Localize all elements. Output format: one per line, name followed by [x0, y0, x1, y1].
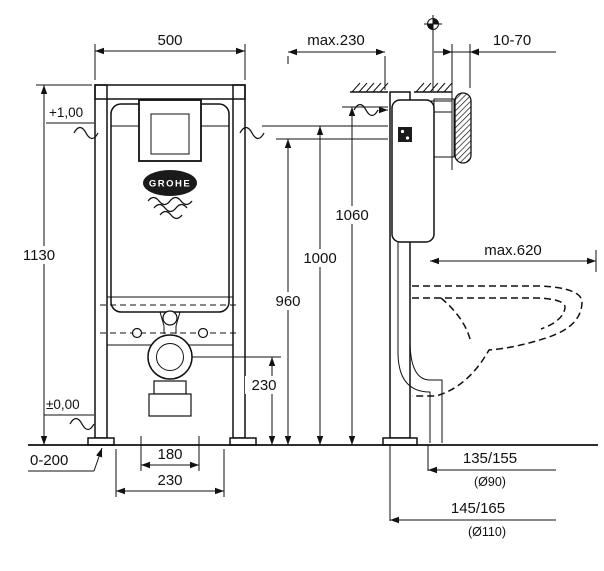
dim-label-230-bottom: 230 [157, 472, 182, 489]
water-waves-icon [147, 196, 193, 220]
wall-break-mark-right [239, 126, 265, 140]
dim-max-reach-620 [430, 250, 597, 272]
flush-pipe-flange [162, 310, 178, 326]
dim-label-1130: 1130 [23, 247, 55, 264]
waste-outlet-inner [156, 343, 184, 371]
foot-plate-right [229, 437, 257, 446]
dim-max-depth-230 [287, 48, 386, 90]
wall-hatching-right [415, 82, 453, 93]
dim-label-max620: max.620 [484, 242, 542, 259]
dim-outlet-height-230 [192, 356, 281, 445]
dim-label-1000: 1000 [303, 250, 336, 267]
dim-outlet-offsets [389, 445, 556, 524]
fill-valve-block [398, 127, 412, 142]
dim-label-d90: (Ø90) [474, 475, 506, 489]
wall-break-mark-left [73, 126, 99, 140]
side-break-mark [353, 103, 379, 117]
cistern-profile [391, 99, 435, 243]
foot-plate-left [87, 437, 115, 446]
fixing-bolt-left [131, 327, 143, 339]
dim-width-500 [94, 44, 246, 80]
frame-rail-left [94, 84, 108, 439]
labels: 500 1130 +1,00 ±0,00 0-200 180 230 230 m… [23, 32, 542, 539]
dim-label-d110: (Ø110) [468, 525, 506, 539]
floor-break-mark [69, 417, 95, 431]
label-backgrounds [18, 206, 373, 394]
dim-label-500: 500 [157, 32, 182, 49]
wall-hatching-left [351, 82, 389, 93]
dim-heights [262, 106, 388, 445]
flush-bend-inner [409, 242, 443, 443]
dim-height-1130 [36, 84, 92, 445]
dim-label-145-165: 145/165 [451, 500, 505, 517]
flush-plate-shaft [138, 99, 202, 162]
outlet-bend-lower [148, 393, 192, 417]
grohe-logo [143, 170, 197, 196]
dim-label-1060: 1060 [335, 207, 368, 224]
dim-label-230-outlet: 230 [251, 377, 276, 394]
dim-label-max230: max.230 [307, 32, 365, 49]
fixing-point-icon [424, 15, 442, 91]
actuator-housing [433, 98, 455, 158]
dim-label-135-155: 135/155 [463, 450, 517, 467]
flush-bend-outer [397, 242, 431, 443]
frame-crossbar-top [94, 84, 246, 100]
dim-label-0-200: 0-200 [30, 452, 68, 469]
waste-outlet-circle [147, 334, 193, 380]
side-foot-plate [382, 437, 418, 446]
level-label-zero: ±0,00 [46, 397, 80, 412]
dim-bolt-spacing-230 [115, 449, 225, 497]
grohe-logo-text: GROHE [149, 179, 191, 190]
side-view [350, 80, 583, 446]
dim-bolt-spacing-180 [140, 436, 200, 471]
frame-rail-right [232, 84, 246, 439]
flush-plate-inner-frame [150, 113, 190, 155]
dim-foot-adjustment [28, 447, 103, 472]
level-label-plus100: +1,00 [49, 105, 83, 120]
outlet-bend-upper [153, 380, 187, 395]
wc-bowl-outline [412, 285, 583, 397]
dim-label-180: 180 [157, 446, 182, 463]
dim-label-960: 960 [275, 293, 300, 310]
dimension-lines [28, 15, 598, 524]
flush-plate-edge [454, 92, 472, 164]
dim-wall-finish-10-70 [434, 44, 556, 90]
dim-label-10-70: 10-70 [493, 32, 531, 49]
fixing-bolt-right [197, 327, 209, 339]
front-view [69, 84, 265, 446]
